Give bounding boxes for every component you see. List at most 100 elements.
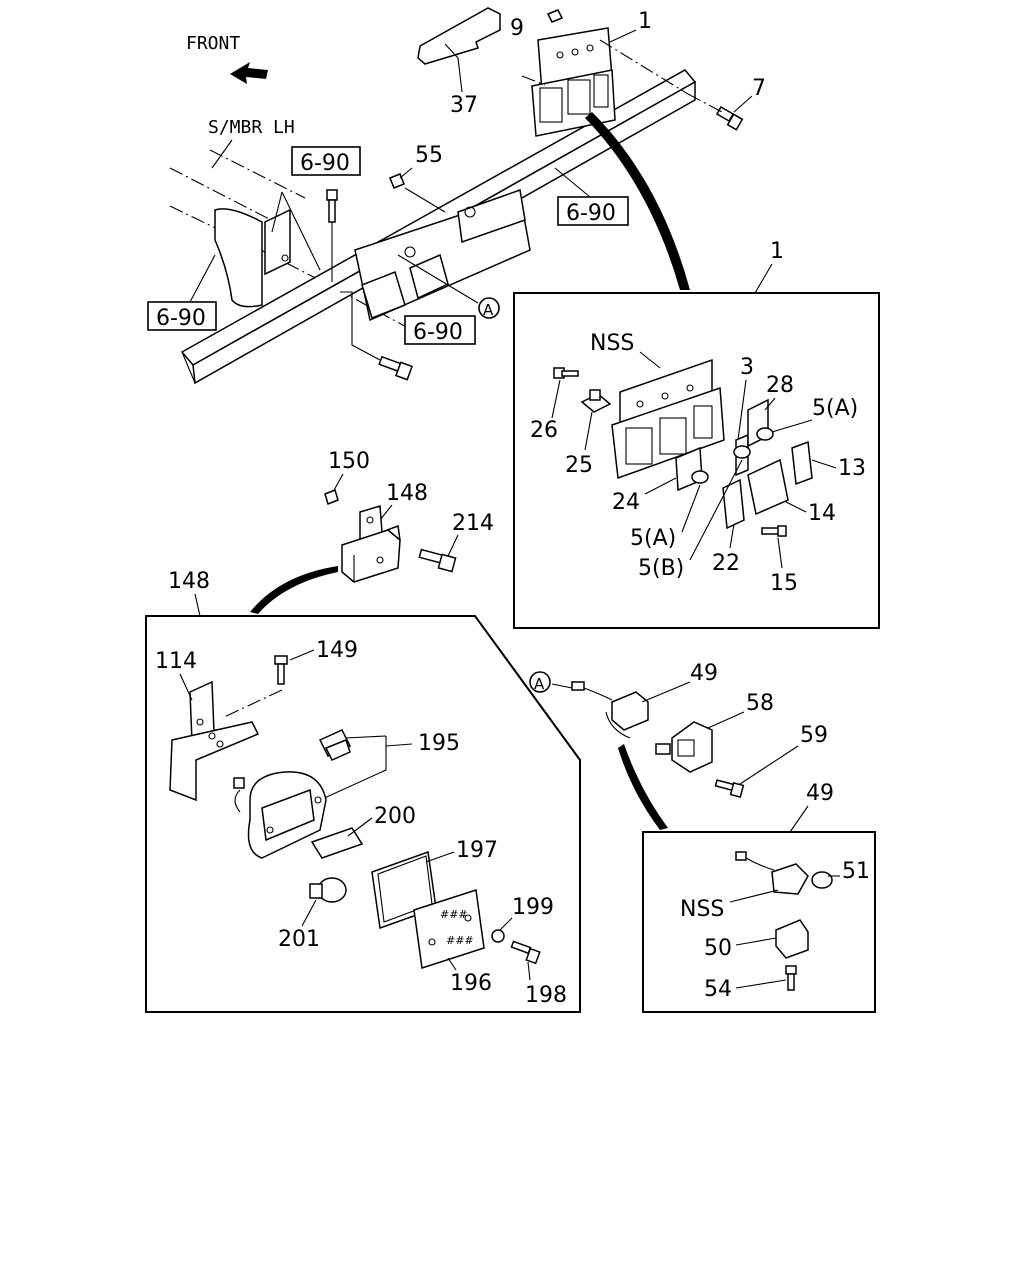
label-part-1: 1	[638, 9, 652, 34]
rear-lamp-housing	[531, 27, 616, 137]
bolt-7	[715, 106, 744, 131]
socket-nss	[735, 851, 809, 895]
mud-guard	[214, 208, 263, 308]
front-arrow-icon	[230, 62, 268, 84]
lens-22	[722, 478, 745, 530]
marker-lamp-body	[233, 771, 327, 859]
detail-box-harness	[642, 831, 876, 1013]
label-part-49-main: 49	[690, 661, 718, 686]
label-part-114: 114	[155, 649, 197, 674]
lamp-guard	[417, 7, 501, 65]
cover-58	[655, 721, 713, 773]
label-part-15: 15	[770, 571, 798, 596]
detail-arrow-1	[585, 112, 690, 290]
label-part-50: 50	[704, 936, 732, 961]
washer-199	[491, 929, 505, 943]
label-part-197: 197	[456, 838, 498, 863]
bulb-51	[811, 871, 833, 889]
label-part-150: 150	[328, 449, 370, 474]
screw-149	[274, 655, 288, 685]
front-label: FRONT	[186, 33, 240, 54]
svg-text:A: A	[534, 675, 545, 693]
svg-text:###: ###	[446, 934, 474, 947]
callout-a-upper: A	[478, 297, 500, 319]
label-part-9: 9	[510, 16, 524, 41]
svg-text:6-90: 6-90	[566, 201, 616, 226]
screw-198	[510, 940, 541, 965]
bulb-5a-upper	[756, 427, 774, 441]
lens-13	[791, 440, 813, 486]
gasket-200	[310, 827, 364, 859]
nut-9	[546, 9, 564, 23]
label-part-13: 13	[838, 456, 866, 481]
label-part-5a-2: 5(A)	[630, 526, 676, 551]
bulb-201	[309, 877, 347, 903]
harness-49	[571, 681, 649, 739]
detail-arrow-3	[618, 744, 668, 830]
bolt-upper	[326, 189, 338, 223]
label-part-148: 148	[386, 481, 428, 506]
label-part-1-detail: 1	[770, 239, 784, 264]
svg-text:###: ###	[440, 908, 468, 921]
label-part-196: 196	[450, 971, 492, 996]
detail-box-marker-lamp	[145, 615, 581, 1013]
detail-box-lamp	[513, 292, 880, 629]
label-part-54: 54	[704, 977, 732, 1002]
label-part-7: 7	[752, 76, 766, 101]
lens-14	[747, 458, 789, 516]
label-part-5a-1: 5(A)	[812, 396, 858, 421]
label-part-22: 22	[712, 551, 740, 576]
label-part-200: 200	[374, 804, 416, 829]
callout-a-lower: A	[529, 671, 551, 693]
bolt-lower	[378, 355, 413, 381]
grommet-25	[580, 389, 612, 413]
clip-50	[775, 919, 809, 959]
label-part-37: 37	[450, 93, 478, 118]
lamp-plate	[354, 188, 531, 322]
lamp-body-detail	[611, 358, 725, 480]
label-part-199: 199	[512, 895, 554, 920]
detail-arrow-2	[250, 566, 338, 614]
screw-15	[761, 525, 787, 537]
svg-text:6-90: 6-90	[300, 151, 350, 176]
label-part-24: 24	[612, 490, 640, 515]
label-part-49-detail: 49	[806, 781, 834, 806]
label-part-28: 28	[766, 373, 794, 398]
bulb-5a-lower	[691, 470, 709, 484]
ref-box-3: 6-90	[147, 301, 217, 331]
label-part-14: 14	[808, 501, 836, 526]
screw-26	[553, 367, 579, 379]
bolt-214	[418, 548, 457, 573]
ref-box-1: 6-90	[291, 146, 361, 176]
screw-54	[785, 965, 797, 991]
label-part-25: 25	[565, 453, 593, 478]
socket-195	[318, 729, 352, 761]
label-part-148-detail: 148	[168, 569, 210, 594]
label-part-5b: 5(B)	[638, 556, 684, 581]
label-part-195: 195	[418, 731, 460, 756]
svg-text:6-90: 6-90	[156, 306, 206, 331]
label-part-59: 59	[800, 723, 828, 748]
label-part-55: 55	[415, 143, 443, 168]
ref-box-4: 6-90	[404, 315, 476, 345]
label-nss-2: NSS	[680, 897, 724, 922]
svg-text:6-90: 6-90	[413, 320, 463, 345]
label-part-214: 214	[452, 511, 494, 536]
label-part-3: 3	[740, 355, 754, 380]
label-part-198: 198	[525, 983, 567, 1008]
bulb-5b	[733, 445, 751, 459]
bracket-114	[169, 680, 260, 802]
label-nss-1: NSS	[590, 331, 634, 356]
member-bracket	[264, 208, 291, 276]
nut-150	[324, 488, 339, 506]
lens-196: ### ###	[413, 889, 485, 969]
svg-text:A: A	[483, 301, 494, 319]
label-part-201: 201	[278, 927, 320, 952]
member-label: S/MBR LH	[208, 117, 295, 138]
member-leader	[211, 139, 233, 169]
marker-lamp-148	[341, 505, 401, 583]
screw-59	[714, 779, 745, 799]
label-part-149: 149	[316, 638, 358, 663]
label-part-51: 51	[842, 859, 870, 884]
